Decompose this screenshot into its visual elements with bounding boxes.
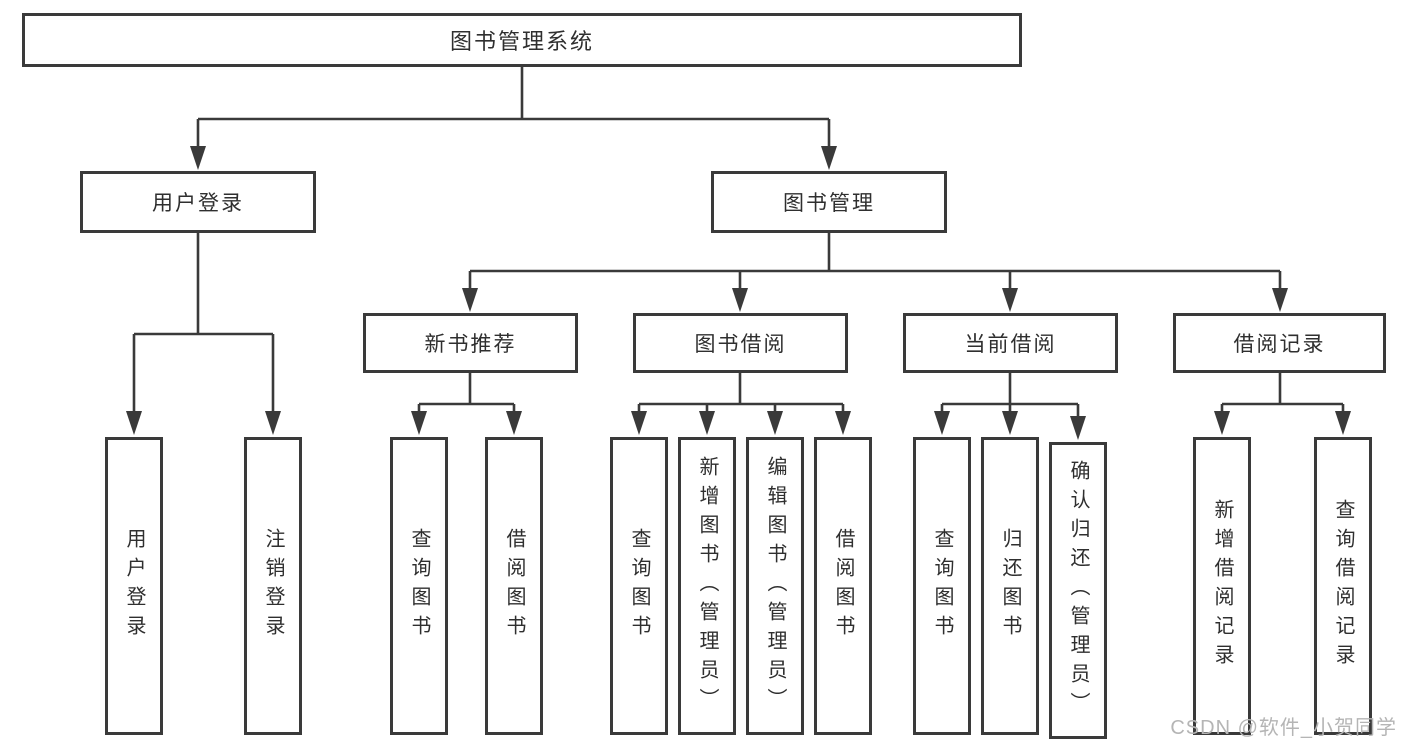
leaf-query-books-borrow-label: 查询图书 xyxy=(628,528,650,644)
leaf-add-book-admin: 新增图书（管理员） xyxy=(678,437,736,735)
arrowhead-leaf-add-book xyxy=(699,411,715,435)
leaf-user-login-label: 用户登录 xyxy=(123,528,145,644)
arrowhead-leaf-add-record xyxy=(1214,411,1230,435)
leaf-query-books-borrow: 查询图书 xyxy=(610,437,668,735)
arrowhead-leaf-user-login xyxy=(126,411,142,435)
leaf-user-login: 用户登录 xyxy=(105,437,163,735)
watermark: CSDN @软件_小贺同学 xyxy=(1170,717,1397,739)
arrowhead-book-management xyxy=(821,146,837,170)
leaf-borrow-books-borrow-label: 借阅图书 xyxy=(832,528,854,644)
leaf-logout: 注销登录 xyxy=(244,437,302,735)
leaf-query-books-newbook-label: 查询图书 xyxy=(408,528,430,644)
leaf-add-borrow-record: 新增借阅记录 xyxy=(1193,437,1251,735)
leaf-confirm-return-admin-label: 确认归还（管理员） xyxy=(1067,460,1089,721)
node-user-login: 用户登录 xyxy=(80,171,316,233)
connector-borrowrecords-group xyxy=(1220,373,1345,414)
leaf-query-books-newbook: 查询图书 xyxy=(390,437,448,735)
node-book-borrow: 图书借阅 xyxy=(633,313,848,373)
node-current-borrow-label: 当前借阅 xyxy=(964,333,1057,356)
arrowhead-leaf-logout xyxy=(265,411,281,435)
arrowhead-new-book xyxy=(462,288,478,312)
node-borrow-records: 借阅记录 xyxy=(1173,313,1386,373)
node-book-borrow-label: 图书借阅 xyxy=(694,333,787,356)
connector-bookmgmt-to-level3 xyxy=(468,233,1282,291)
arrowhead-book-borrow xyxy=(732,288,748,312)
node-borrow-records-label: 借阅记录 xyxy=(1233,333,1326,356)
node-root-label: 图书管理系统 xyxy=(449,29,594,54)
arrowhead-leaf-return-book xyxy=(1002,411,1018,435)
leaf-borrow-books-newbook-label: 借阅图书 xyxy=(503,528,525,644)
node-new-book-recommend: 新书推荐 xyxy=(363,313,578,373)
node-root-system: 图书管理系统 xyxy=(22,13,1022,67)
leaf-return-book: 归还图书 xyxy=(981,437,1039,735)
arrowhead-leaf-query-3 xyxy=(934,411,950,435)
leaf-edit-book-admin-label: 编辑图书（管理员） xyxy=(764,455,786,717)
arrowhead-user-login xyxy=(190,146,206,170)
leaf-query-books-current: 查询图书 xyxy=(913,437,971,735)
node-new-book-recommend-label: 新书推荐 xyxy=(424,333,517,356)
leaf-query-borrow-record-label: 查询借阅记录 xyxy=(1332,499,1354,673)
leaf-confirm-return-admin: 确认归还（管理员） xyxy=(1049,442,1107,739)
arrowhead-leaf-borrow-1 xyxy=(506,411,522,435)
arrowhead-borrow-records xyxy=(1272,288,1288,312)
connector-root-to-level2 xyxy=(196,67,831,150)
leaf-return-book-label: 归还图书 xyxy=(999,528,1021,644)
leaf-logout-label: 注销登录 xyxy=(262,528,284,644)
arrowhead-leaf-edit-book xyxy=(767,411,783,435)
connector-userlogin-group xyxy=(132,233,275,414)
node-current-borrow: 当前借阅 xyxy=(903,313,1118,373)
connector-bookborrow-group xyxy=(637,373,845,414)
leaf-add-book-admin-label: 新增图书（管理员） xyxy=(696,455,718,717)
arrowhead-leaf-query-record xyxy=(1335,411,1351,435)
leaf-query-borrow-record: 查询借阅记录 xyxy=(1314,437,1372,735)
arrowhead-leaf-confirm-return xyxy=(1070,416,1086,440)
node-book-management: 图书管理 xyxy=(711,171,947,233)
leaf-edit-book-admin: 编辑图书（管理员） xyxy=(746,437,804,735)
leaf-borrow-books-newbook: 借阅图书 xyxy=(485,437,543,735)
connector-currentborrow-group xyxy=(940,373,1080,419)
arrowhead-current-borrow xyxy=(1002,288,1018,312)
node-book-management-label: 图书管理 xyxy=(783,192,875,215)
node-user-login-label: 用户登录 xyxy=(152,192,244,215)
leaf-query-books-current-label: 查询图书 xyxy=(931,528,953,644)
leaf-borrow-books-borrow: 借阅图书 xyxy=(814,437,872,735)
leaf-add-borrow-record-label: 新增借阅记录 xyxy=(1211,499,1233,673)
connector-newbook-group xyxy=(417,373,516,414)
arrowhead-leaf-query-1 xyxy=(411,411,427,435)
arrowhead-leaf-query-2 xyxy=(631,411,647,435)
arrowhead-leaf-borrow-2 xyxy=(835,411,851,435)
